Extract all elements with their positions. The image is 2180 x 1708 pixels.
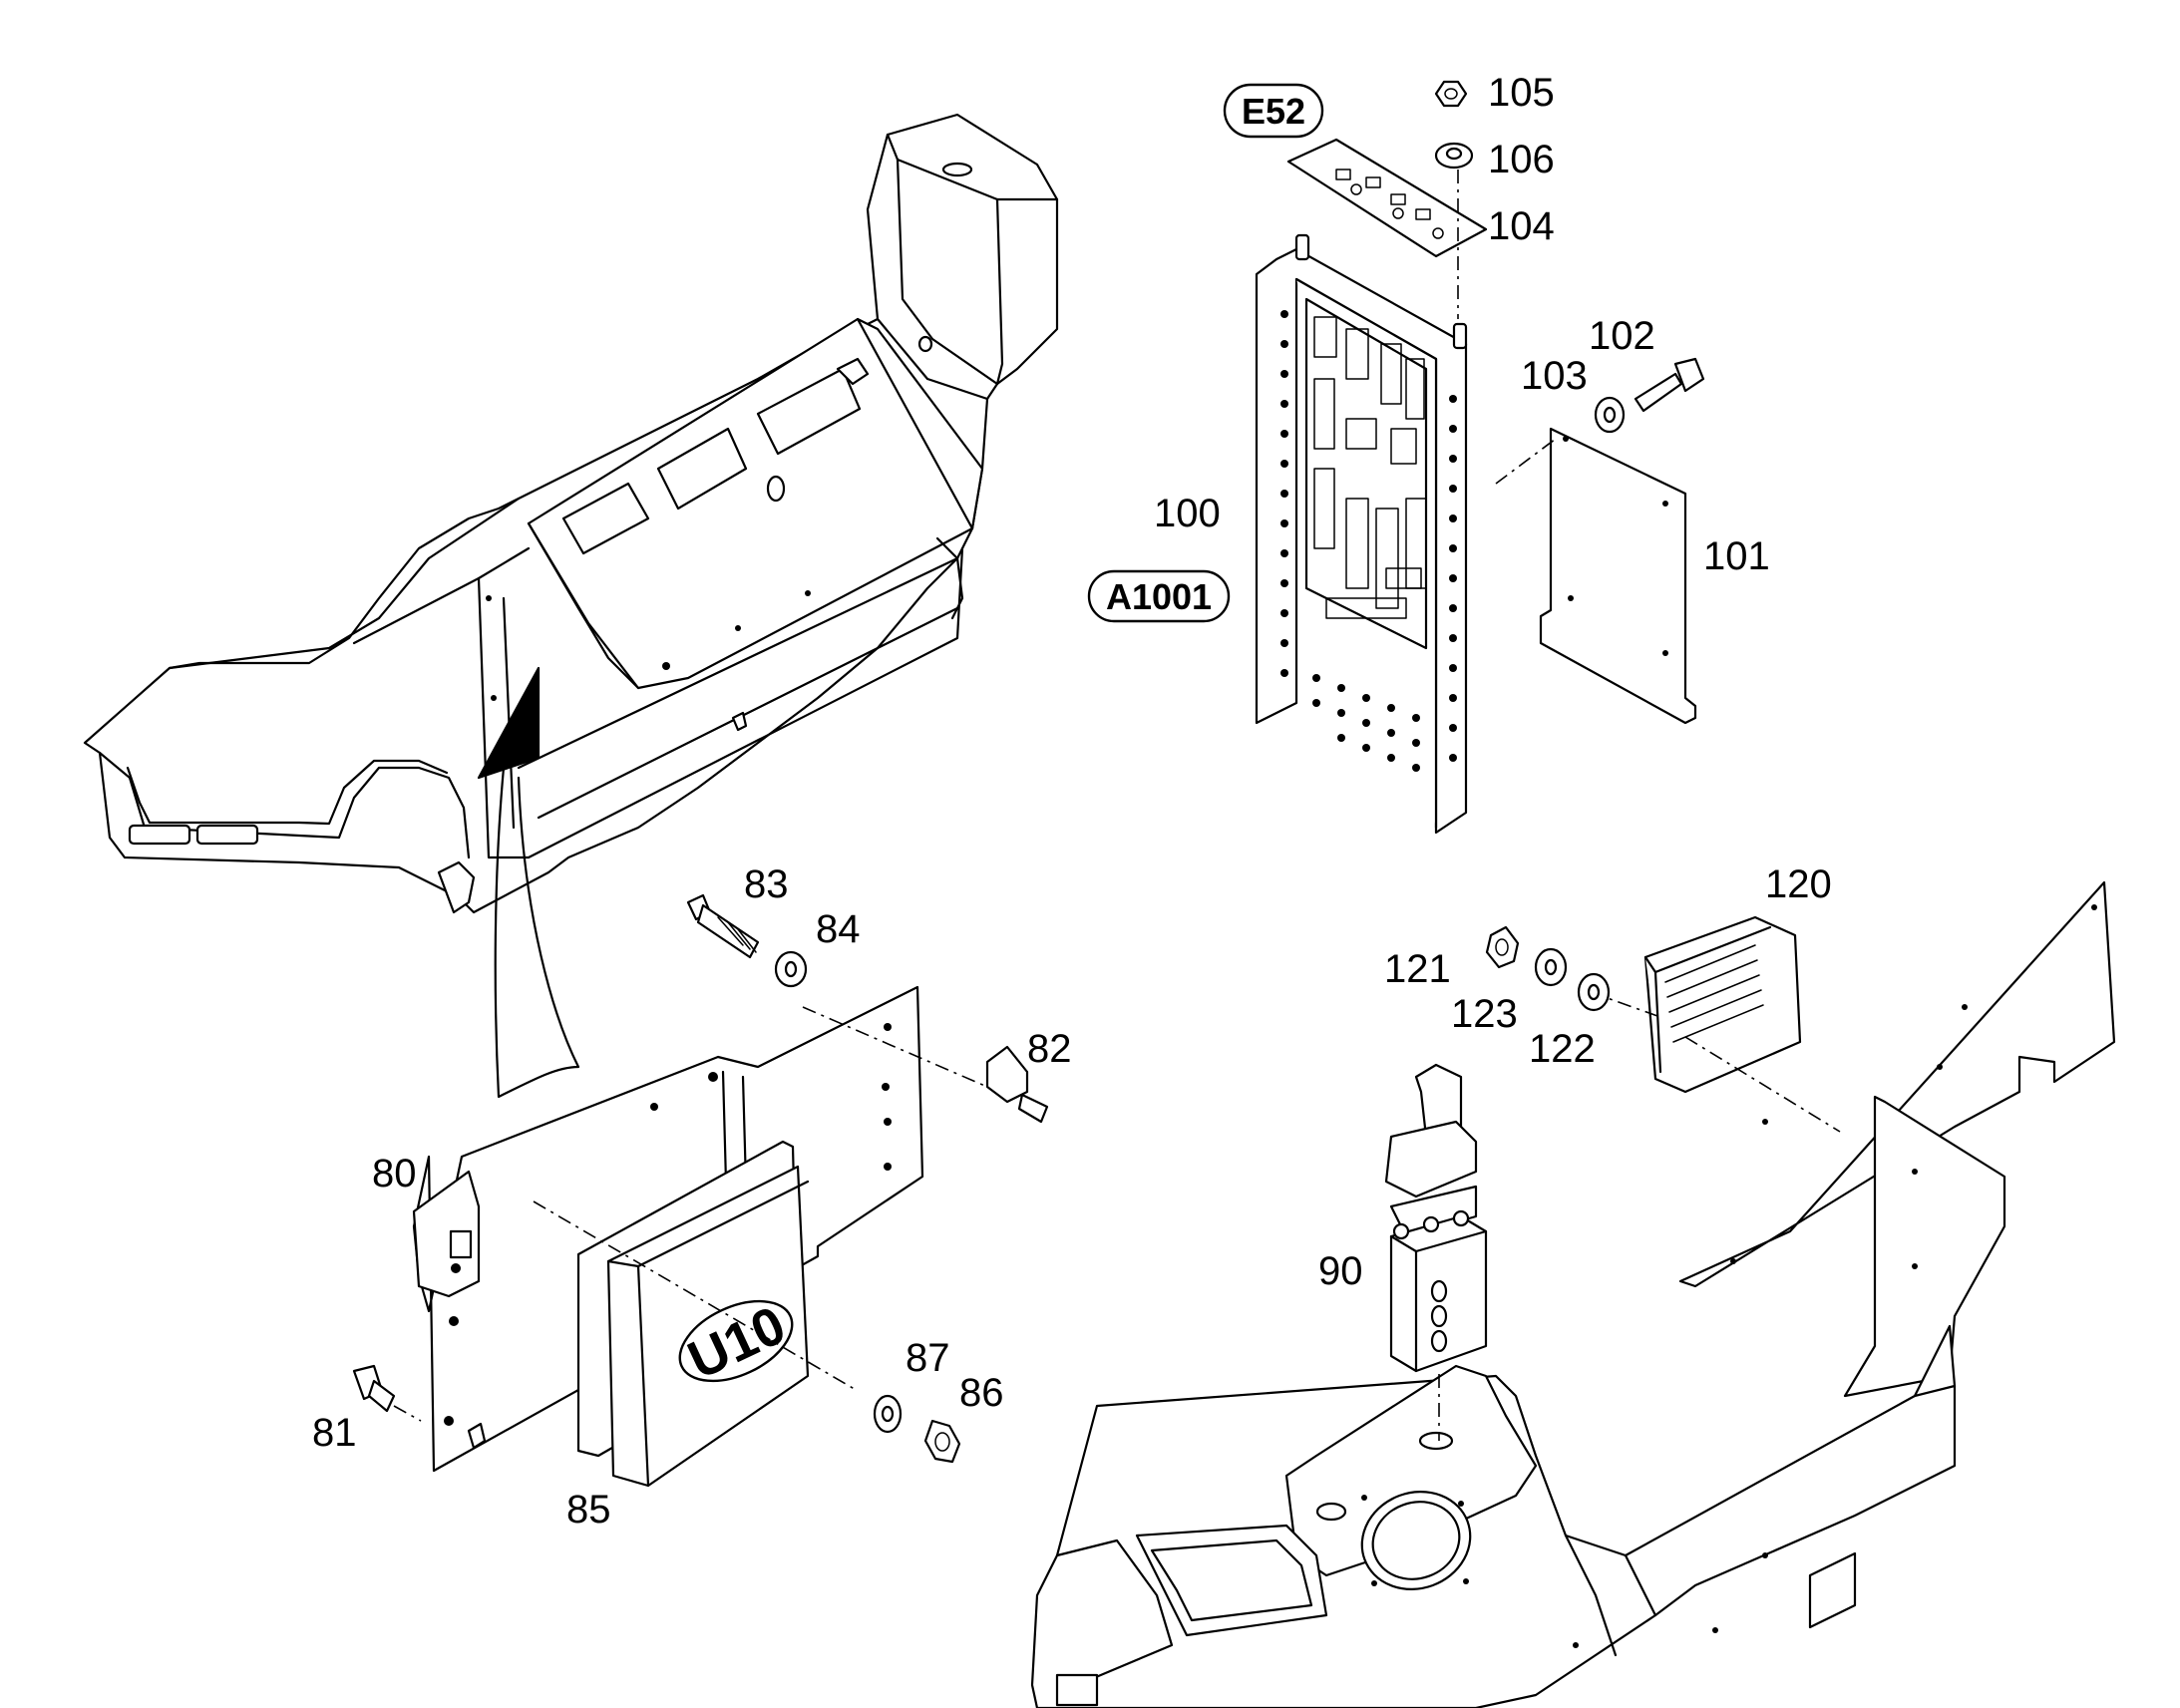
e52-label: E52 [1242,91,1305,132]
callout-numbers: 105 106 104 102 103 100 101 83 84 82 80 … [312,71,1832,1532]
control-module-assembly [1255,80,1705,835]
nut-121 [1485,925,1520,969]
dashboard-housing [83,113,1059,1099]
washer-103 [1594,396,1626,434]
a1001-tag: A1001 [1087,569,1231,623]
callout-123: 123 [1451,992,1518,1036]
washer-122 [1577,972,1611,1012]
callout-90: 90 [1318,1249,1363,1293]
bolt-83 [686,893,760,959]
callout-87: 87 [906,1336,950,1380]
callout-80: 80 [372,1152,417,1196]
cover-plate-101 [1539,427,1697,725]
callout-104: 104 [1488,204,1555,248]
washer-84 [774,950,808,988]
nut-105 [1434,80,1468,108]
callout-102: 102 [1589,314,1655,358]
callout-120: 120 [1765,862,1832,906]
joystick-90 [1384,1063,1488,1441]
callout-121: 121 [1384,947,1451,991]
armrest-console [1030,880,2116,1708]
callout-81: 81 [312,1411,357,1455]
washer-87 [873,1394,903,1434]
a1001-label: A1001 [1106,576,1212,617]
screw-102 [1634,357,1705,413]
callout-101: 101 [1703,534,1770,578]
e52-tag: E52 [1223,83,1324,139]
washer-106 [1434,142,1474,170]
module-120 [1643,915,1802,1094]
callout-106: 106 [1488,138,1555,181]
ecu-mounting-assembly: U10 [352,893,1049,1488]
nut-86 [923,1419,961,1464]
standoff-82 [985,1045,1049,1124]
callout-82: 82 [1027,1027,1072,1071]
callout-122: 122 [1529,1027,1596,1071]
callout-105: 105 [1488,71,1555,115]
washer-123 [1534,947,1568,987]
callout-84: 84 [816,907,861,951]
screw-81 [352,1364,422,1422]
callout-85: 85 [566,1488,611,1532]
side-plate [1678,880,2116,1288]
callout-103: 103 [1521,354,1588,398]
callout-100: 100 [1154,492,1221,535]
callout-83: 83 [744,862,789,906]
callout-86: 86 [959,1371,1004,1415]
